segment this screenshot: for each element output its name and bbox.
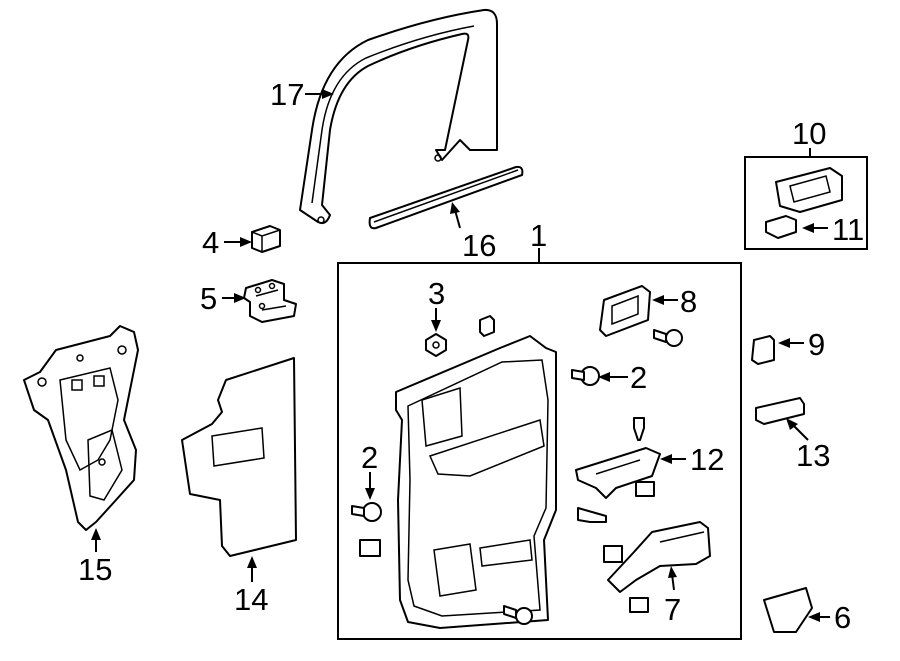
callout-15: 15 [78,552,112,587]
switch-assembly-frame [744,156,868,250]
callout-9: 9 [808,327,825,362]
screw-upper [653,329,683,347]
callout-2-upper: 2 [630,360,647,395]
callout-16: 16 [462,228,496,263]
callout-14: 14 [234,582,268,617]
part-4-clip [251,225,281,253]
clip-square-bottom [629,597,649,613]
part-3-nut [425,333,447,357]
part-2-bolt-upper [571,366,600,386]
part-14-deflector [181,357,297,557]
part-6-trim [763,587,813,633]
callout-12: 12 [690,442,724,477]
part-9-bezel [751,335,775,365]
callout-8: 8 [680,284,697,319]
part-12-bracket [575,447,661,499]
part-16-weatherstrip [368,165,524,230]
clip-square-left [359,539,381,557]
callout-7: 7 [664,592,681,627]
part-7-pull-handle [607,521,711,593]
screw-lower-left [577,507,607,523]
retainer-clip [479,315,495,337]
part-2-bolt-lower [351,502,382,522]
callout-13: 13 [796,438,830,473]
callout-2-lower: 2 [361,440,378,475]
callout-6: 6 [834,600,851,635]
clip-square-mid [603,545,623,563]
callout-10: 10 [792,116,826,151]
part-15-module-carrier [23,325,139,531]
callout-17: 17 [270,77,304,112]
part-1-door-trim-panel [395,335,557,629]
callout-5: 5 [200,281,217,316]
callout-1: 1 [530,218,547,253]
screw-bottom [503,605,533,625]
callout-11: 11 [832,212,864,247]
part-11-switch [765,215,797,239]
part-17-window-molding [299,8,498,225]
callout-4: 4 [202,225,219,260]
screw-vertical [633,417,645,441]
part-10-switch [775,167,843,213]
part-13-cover [755,397,805,425]
part-8-handle [599,285,651,337]
part-5-bracket [243,279,297,323]
callout-3: 3 [428,276,445,311]
